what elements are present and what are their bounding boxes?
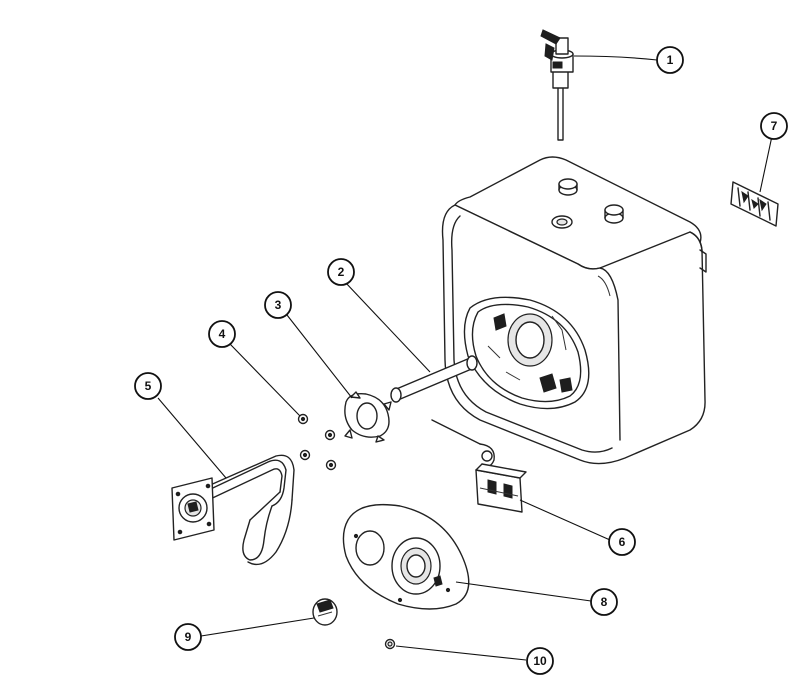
callout-1-label: 1 — [667, 53, 674, 67]
callout-6: 6 — [608, 528, 636, 556]
callout-7: 7 — [760, 112, 788, 140]
callout-7-label: 7 — [771, 119, 778, 133]
callout-2: 2 — [327, 258, 355, 286]
callout-8: 8 — [590, 588, 618, 616]
knob-part — [312, 598, 338, 626]
callout-2-label: 2 — [338, 265, 345, 279]
gasket-part — [344, 391, 392, 443]
callout-9: 9 — [174, 623, 202, 651]
plug-part — [384, 638, 396, 650]
water-heater-tank — [441, 156, 707, 465]
callout-1: 1 — [656, 46, 684, 74]
heating-element-part — [171, 454, 295, 566]
callout-9-label: 9 — [185, 630, 192, 644]
callout-8-label: 8 — [601, 595, 608, 609]
leader-lines — [157, 55, 773, 661]
callout-10-label: 10 — [533, 654, 547, 668]
callout-10: 10 — [526, 647, 554, 675]
callout-3-label: 3 — [275, 298, 282, 312]
tank-front-opening — [463, 296, 590, 410]
callout-6-label: 6 — [619, 535, 626, 549]
wall-bracket-part — [730, 181, 779, 227]
thermostat-part — [431, 419, 527, 513]
anode-rod-part — [390, 355, 478, 403]
relief-valve-part — [540, 29, 574, 141]
nuts-part — [297, 413, 337, 471]
callout-4-label: 4 — [219, 327, 226, 341]
callout-5-label: 5 — [145, 379, 152, 393]
callout-3: 3 — [264, 291, 292, 319]
callout-4: 4 — [208, 320, 236, 348]
callout-5: 5 — [134, 372, 162, 400]
tank-top-fittings — [551, 178, 624, 229]
cover-plate-part — [342, 503, 470, 610]
